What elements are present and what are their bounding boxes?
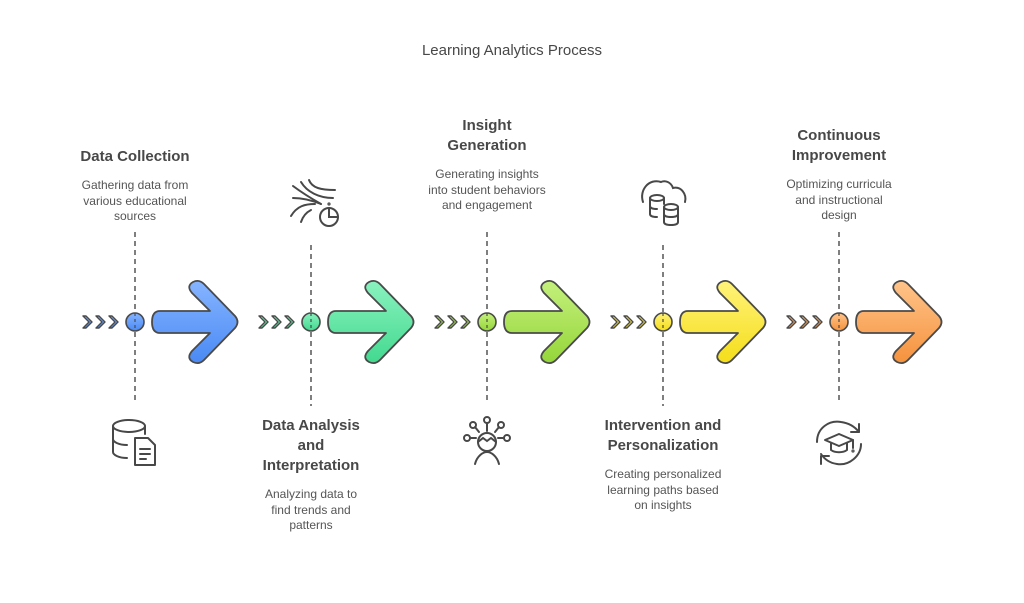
- cloud-databases-icon: [641, 180, 687, 227]
- stage-3-description: Generating insights into student behavio…: [428, 167, 546, 212]
- stage-1-chevron-icon: [108, 315, 119, 329]
- stage-1-label: Data Collection Gathering data from vari…: [60, 147, 210, 225]
- stage-4-description: Creating personalized learning paths bas…: [604, 467, 722, 512]
- stage-4-arrow-icon: [679, 279, 767, 365]
- stage-1-chevron-icon: [82, 315, 93, 329]
- database-document-icon: [112, 419, 156, 466]
- graduation-cycle-icon: [816, 420, 862, 466]
- stage-4-heading: Intervention and Personalization: [604, 417, 722, 454]
- stage-2-chevron-icon: [258, 315, 269, 329]
- stage-4-chevron-icon: [623, 315, 634, 329]
- stage-5-description: Optimizing curricula and instructional d…: [786, 177, 892, 222]
- diagram-title: Learning Analytics Process: [421, 42, 603, 59]
- stage-5-label: Continuous Improvement Optimizing curric…: [764, 126, 914, 224]
- stage-2-chevron-icon: [284, 315, 295, 329]
- stage-2-chevron-icon: [271, 315, 282, 329]
- stage-3-label: Insight Generation Generating insights i…: [412, 116, 562, 214]
- stage-3-chevron-icon: [434, 315, 445, 329]
- stage-3-heading: Insight Generation: [447, 117, 527, 154]
- stage-3-chevron-icon: [460, 315, 471, 329]
- stage-5-heading: Continuous Improvement: [791, 127, 887, 164]
- stage-3-arrow-icon: [503, 279, 591, 365]
- stage-4-chevron-icon: [610, 315, 621, 329]
- data-streams-pie-chart-icon: [290, 179, 339, 227]
- stage-5-chevron-icon: [812, 315, 823, 329]
- stage-2-description: Analyzing data to find trends and patter…: [264, 487, 358, 532]
- stage-1-heading: Data Collection: [80, 148, 190, 165]
- stage-2-heading: Data Analysis and Interpretation: [262, 417, 360, 474]
- stage-5-arrow-icon: [855, 279, 943, 365]
- stage-1-description: Gathering data from various educational …: [81, 178, 189, 223]
- stage-5-chevron-icon: [786, 315, 797, 329]
- stage-2-arrow-icon: [327, 279, 415, 365]
- stage-1-arrow-icon: [151, 279, 239, 365]
- stage-2-label: Data Analysis and Interpretation Analyzi…: [236, 416, 386, 534]
- student-network-icon: [463, 416, 511, 465]
- stage-4-chevron-icon: [636, 315, 647, 329]
- stage-4-label: Intervention and Personalization Creatin…: [588, 416, 738, 514]
- stage-5-chevron-icon: [799, 315, 810, 329]
- stage-3-chevron-icon: [447, 315, 458, 329]
- stage-1-chevron-icon: [95, 315, 106, 329]
